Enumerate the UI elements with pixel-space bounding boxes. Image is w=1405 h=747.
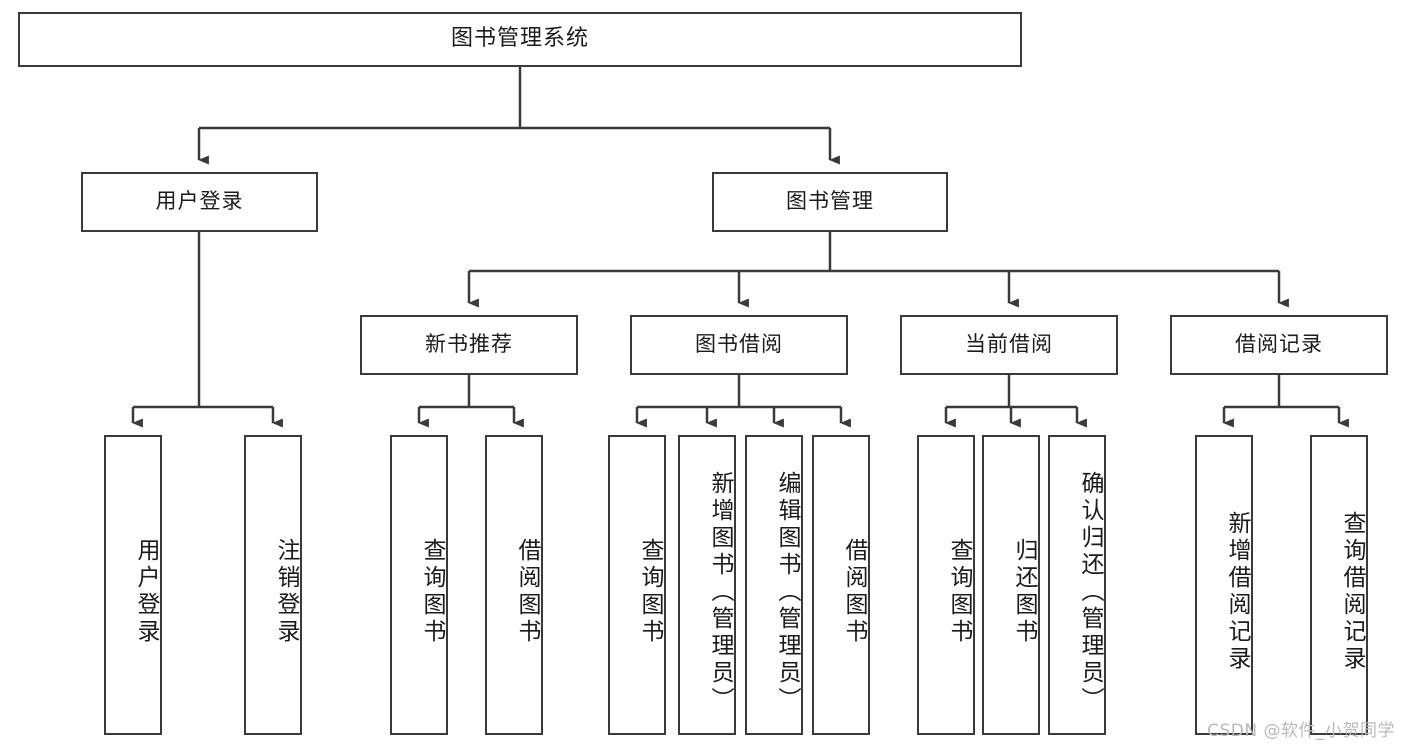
node-current-borrow[interactable]: 当前借阅 (900, 315, 1118, 375)
node-new-book-recommend[interactable]: 新书推荐 (360, 315, 578, 375)
node-leaf-logout-login[interactable]: 注销登录 (244, 435, 302, 735)
node-leaf-return-book[interactable]: 归还图书 (982, 435, 1040, 735)
node-leaf-confirm-return-admin[interactable]: 确认归还（管理员） (1048, 435, 1106, 735)
node-leaf-edit-book-admin[interactable]: 编辑图书（管理员） (745, 435, 803, 735)
node-leaf-borrow-book-rec[interactable]: 借阅图书 (485, 435, 543, 735)
node-book-borrow[interactable]: 图书借阅 (630, 315, 848, 375)
node-leaf-query-borrow-record[interactable]: 查询借阅记录 (1310, 435, 1368, 735)
node-book-management[interactable]: 图书管理 (712, 172, 948, 232)
node-leaf-add-book-admin[interactable]: 新增图书（管理员） (678, 435, 736, 735)
node-leaf-borrow-book[interactable]: 借阅图书 (812, 435, 870, 735)
node-user-login[interactable]: 用户登录 (81, 172, 318, 232)
node-borrow-record[interactable]: 借阅记录 (1170, 315, 1388, 375)
node-leaf-user-login[interactable]: 用户登录 (104, 435, 162, 735)
node-leaf-add-borrow-record[interactable]: 新增借阅记录 (1195, 435, 1253, 735)
csdn-watermark: CSDN @软件_小贺同学 (1207, 721, 1395, 741)
node-leaf-query-book-rec[interactable]: 查询图书 (390, 435, 448, 735)
node-root-system[interactable]: 图书管理系统 (18, 12, 1022, 67)
node-leaf-query-book-current[interactable]: 查询图书 (917, 435, 975, 735)
node-leaf-query-book-borrow[interactable]: 查询图书 (608, 435, 666, 735)
